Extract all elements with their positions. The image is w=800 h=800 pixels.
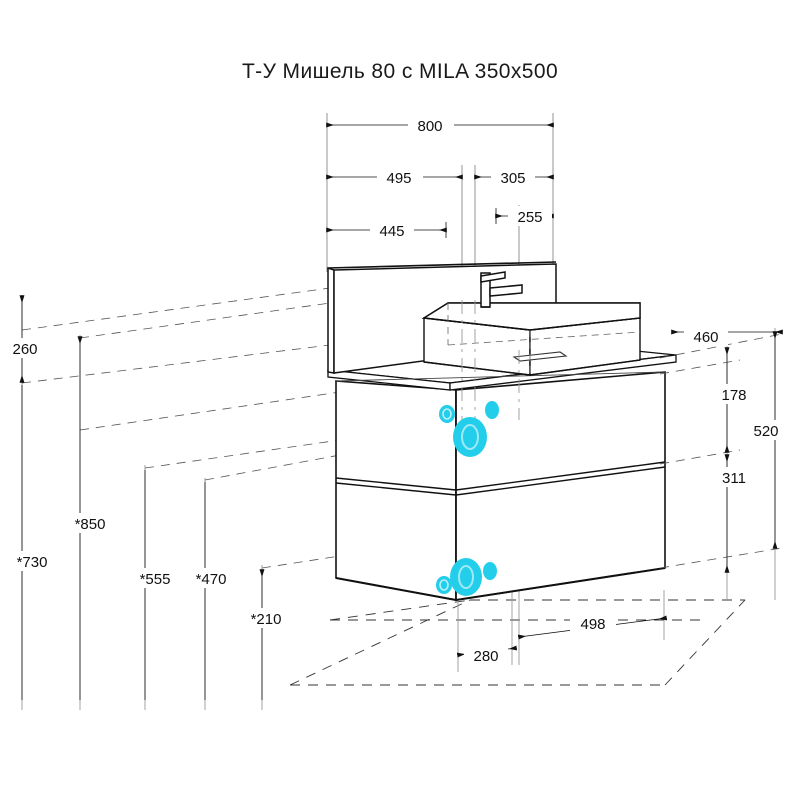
cabinet-body	[335, 371, 666, 601]
dimension-555	[129, 470, 181, 700]
dimension-210	[240, 569, 292, 700]
dimension-730	[6, 385, 58, 700]
dimension-498	[517, 612, 668, 640]
dimension-470	[185, 482, 237, 700]
dim-label-730: *730	[17, 554, 48, 571]
dimension-520	[742, 331, 790, 549]
mixer-faucet	[480, 271, 523, 308]
dim-label-498: 498	[580, 616, 605, 633]
dim-label-280: 280	[473, 648, 498, 665]
dim-label-210: *210	[251, 611, 282, 628]
dimension-260	[5, 295, 45, 383]
floor-plan-outline	[289, 599, 746, 686]
dimension-850	[64, 336, 116, 700]
dim-label-520: 520	[753, 423, 778, 440]
dim-label-311: 311	[722, 470, 746, 487]
page-title: Т-У Мишель 80 с MILA 350x500	[241, 60, 559, 83]
dim-label-470: *470	[196, 571, 227, 588]
handle-lower	[436, 558, 497, 596]
dimension-255	[495, 206, 554, 226]
center-projection-lines	[461, 300, 520, 430]
dimension-495	[326, 167, 463, 187]
dim-label-305: 305	[500, 170, 525, 187]
handle-upper	[439, 401, 499, 457]
dimension-445	[326, 220, 447, 240]
dimension-labels: 800 495 305 445 255 260 *850 *730 *555 *…	[12, 118, 778, 665]
dim-label-555: *555	[140, 571, 171, 588]
sink-hidden-edges	[447, 303, 641, 375]
dim-label-255: 255	[517, 209, 542, 226]
sink-overflow-slot	[512, 351, 568, 362]
dimension-460	[671, 326, 783, 346]
dim-label-495: 495	[386, 170, 411, 187]
dimension-311	[712, 454, 756, 573]
dim-label-800: 800	[417, 118, 442, 135]
dim-label-260: 260	[12, 341, 37, 358]
right-dimension-extension-lines	[726, 328, 776, 600]
vessel-sink	[421, 302, 641, 376]
left-leader-dashes	[21, 287, 341, 569]
dim-label-178: 178	[721, 387, 746, 404]
right-leader-dashes	[659, 333, 783, 569]
dim-label-445: 445	[379, 223, 404, 240]
dimension-305	[474, 167, 554, 187]
dimension-280	[456, 645, 518, 665]
left-dimension-extension-lines	[21, 295, 263, 710]
dim-label-850: *850	[75, 516, 106, 533]
dimension-178	[712, 347, 756, 453]
dim-label-460: 460	[693, 329, 718, 346]
dimension-800	[326, 115, 554, 135]
